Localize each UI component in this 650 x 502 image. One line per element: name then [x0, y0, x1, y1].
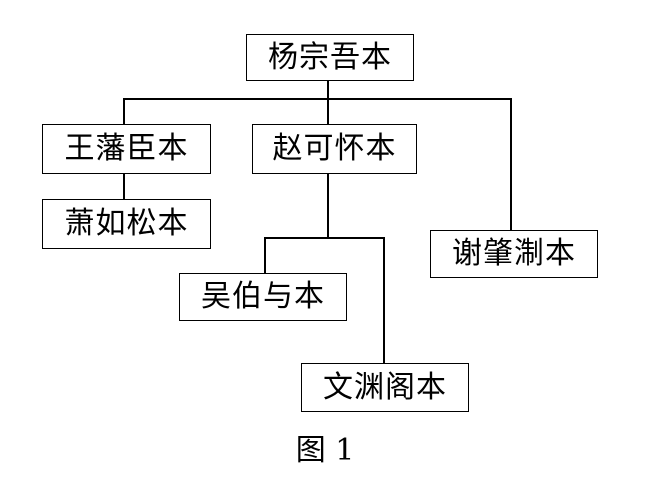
connector-root-down [327, 80, 329, 100]
connector-zhao-down [327, 173, 329, 239]
node-wang-fanchen-edition: 王藩臣本 [42, 124, 211, 174]
connector-level1-bar [123, 98, 512, 100]
connector-to-wenyuan [383, 237, 385, 364]
connector-wang-to-xiao [123, 173, 125, 200]
node-wenyuange-edition: 文渊阁本 [301, 363, 469, 412]
node-zhao-kehuai-edition: 赵可怀本 [252, 124, 417, 174]
node-xie-zhaozhe-edition: 谢肇淛本 [430, 230, 598, 278]
node-wu-boyu-edition: 吴伯与本 [179, 273, 347, 321]
connector-to-wang [123, 98, 125, 125]
figure-caption: 图 1 [295, 433, 355, 468]
node-xiao-rusong-edition: 萧如松本 [42, 199, 211, 249]
node-yang-zongwu-edition: 杨宗吾本 [246, 34, 414, 81]
connector-to-wu [264, 237, 266, 274]
connector-to-zhao [327, 98, 329, 125]
connector-to-xie [510, 98, 512, 231]
connector-level3-bar [264, 237, 385, 239]
